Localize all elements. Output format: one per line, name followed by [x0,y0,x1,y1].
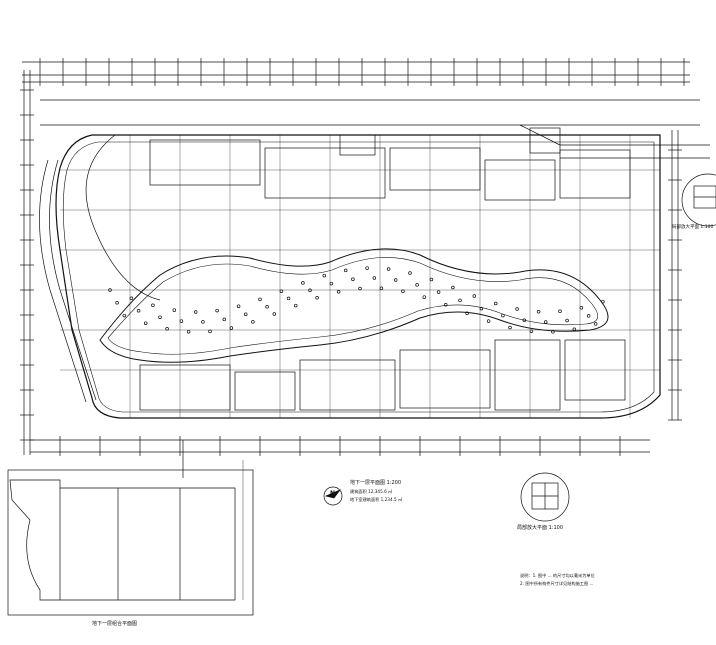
left-dimension-ticks [20,89,34,441]
notes-line-2: 2. 图中所有构件尺寸详见结构施工图 ... [520,581,594,586]
detail-circle-left [681,173,716,227]
left-dimension-lines [23,70,31,455]
top-dimension-ticks [39,58,685,86]
bottom-dimension-ticks [59,436,621,456]
structural-grid [60,135,660,418]
north-arrow [323,486,343,506]
left-ramp-curve [49,159,97,401]
key-plan [7,469,254,616]
detail-left-caption: 局部放大平面 1:100 [672,225,714,230]
bottom-shops [139,339,626,411]
notes-line-1: 说明：1. 图中 ... 的尺寸均以毫米为单位 [520,573,595,578]
key-plan-caption: 地下一层组合平面图 [92,621,138,627]
building-outline [55,134,661,419]
top-dimension-lines [22,61,690,83]
right-dimension-ticks [668,149,682,421]
main-plan-area-secondary: 地下室建筑面积 1,234.5 ㎡ [350,497,403,502]
building-outline-inner [62,141,655,413]
main-plan-area: 建筑面积 12,345.6 ㎡ [350,489,393,494]
top-shops [149,127,631,201]
detail-right-caption: 局部放大平面 1:100 [517,525,563,531]
top-road-strip [40,99,710,159]
north-label: N [330,490,336,497]
right-dimension-lines [671,130,679,420]
atrium-columns [108,266,605,334]
main-plan-caption: 地下一层平面图 1:200 [350,480,401,486]
detail-circle-center [520,472,570,522]
atrium-outline [99,248,609,363]
